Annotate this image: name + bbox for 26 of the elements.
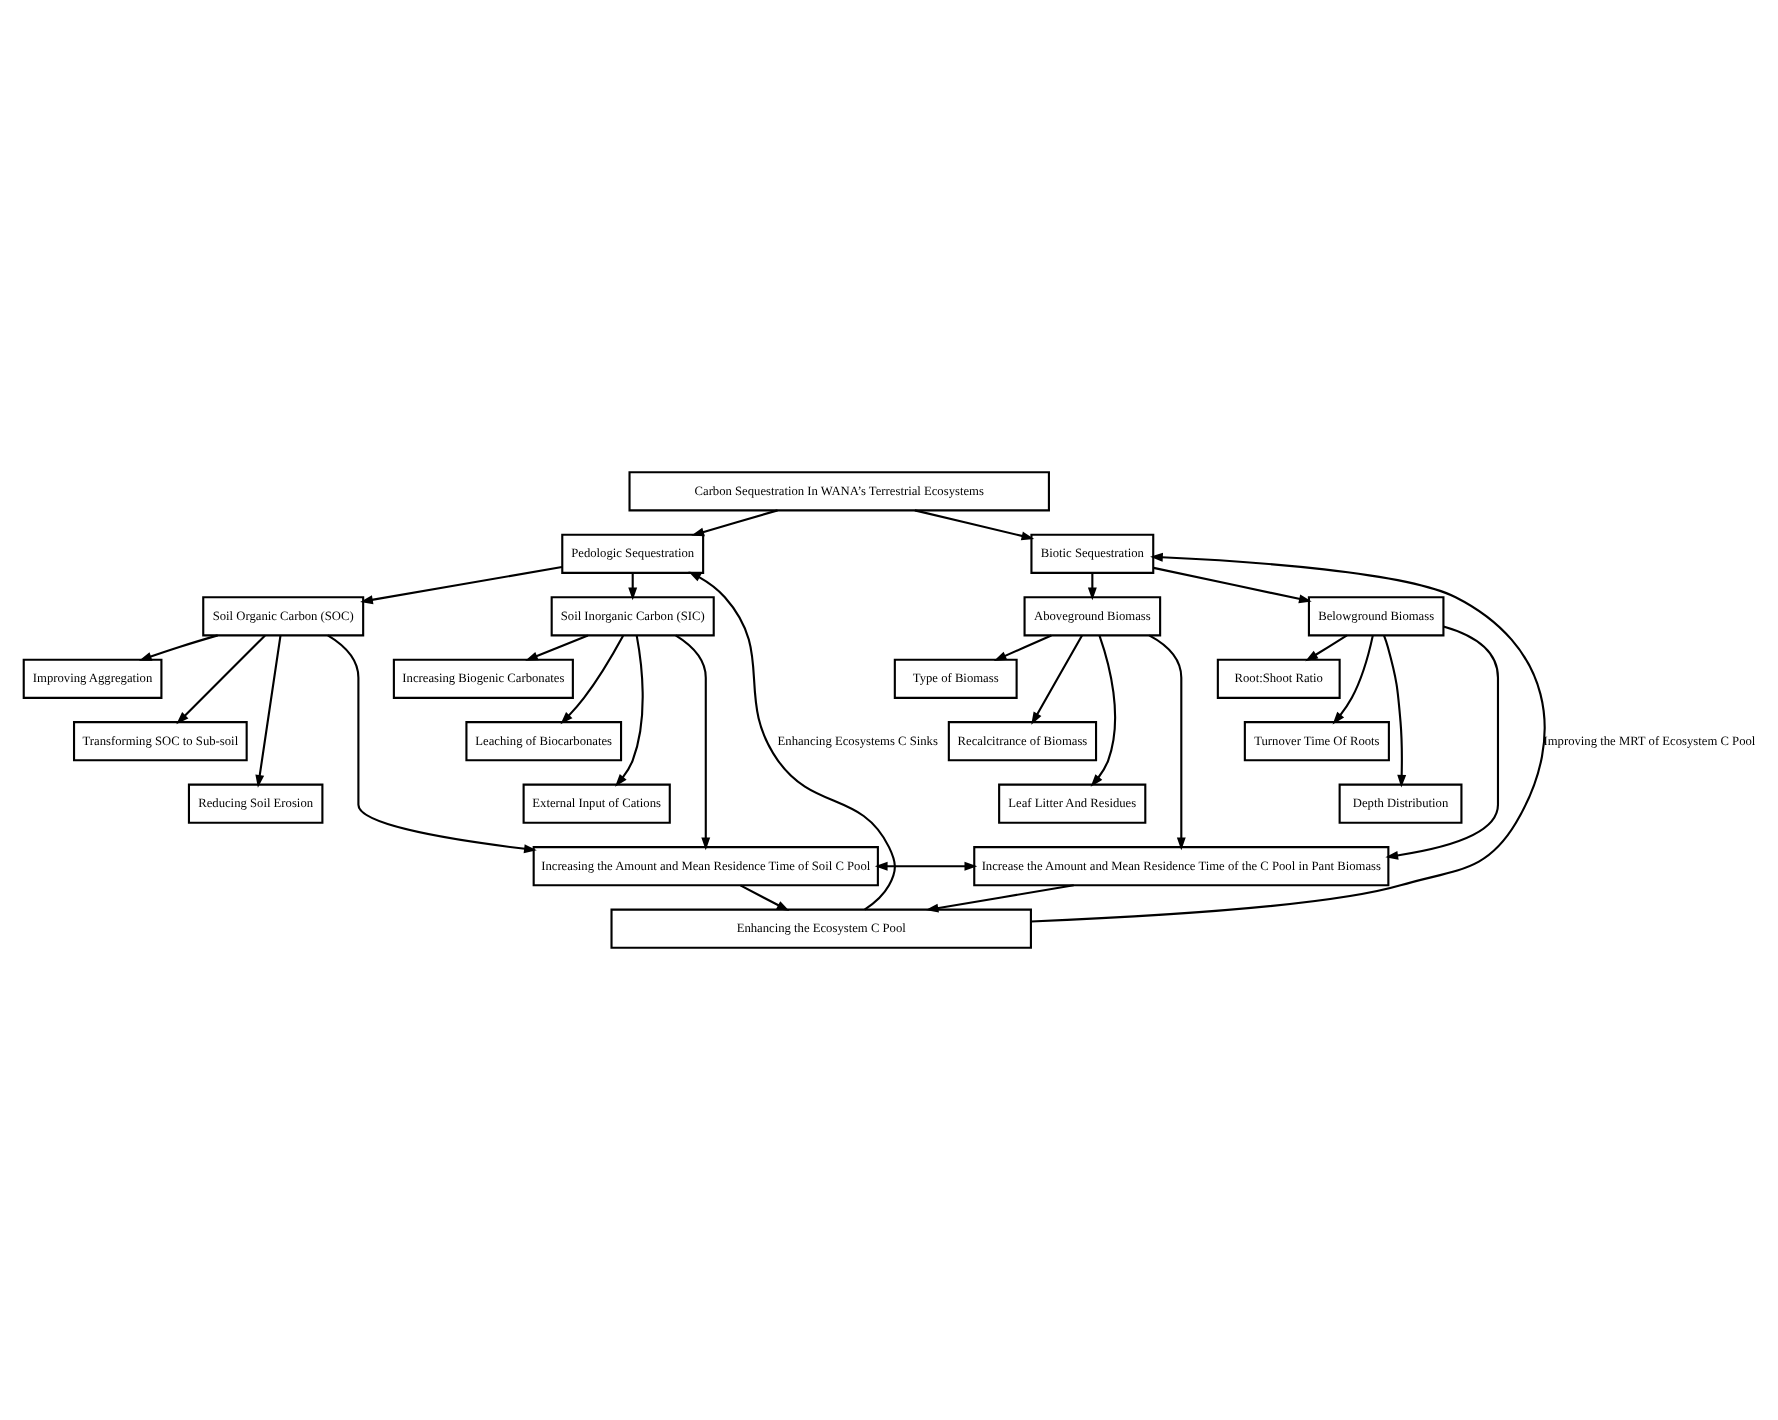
arrow: [1383, 635, 1407, 788]
arrow: [1385, 625, 1500, 860]
arrow: [1087, 572, 1097, 601]
arrow: [255, 635, 282, 788]
arrow: [1332, 635, 1374, 725]
arrow: [993, 634, 1052, 661]
arrow: [1153, 566, 1312, 604]
arrow: [1031, 634, 1083, 725]
arrow: [176, 634, 266, 725]
arrow: [1305, 634, 1348, 662]
arrow: [691, 509, 778, 537]
arrow: [1148, 634, 1186, 851]
arrow: [739, 884, 790, 912]
arrow: [525, 634, 589, 661]
arrow: [675, 634, 711, 851]
arrow: [560, 635, 625, 725]
arrow: [138, 634, 218, 661]
arrow: [327, 634, 537, 854]
arrow: [628, 572, 638, 601]
arrow: [1031, 552, 1546, 923]
arrow: [925, 884, 1074, 913]
arrow: [1090, 635, 1117, 787]
arrow: [874, 861, 978, 871]
arrow: [360, 566, 563, 605]
arrow: [914, 509, 1035, 541]
arrow: [615, 635, 644, 787]
